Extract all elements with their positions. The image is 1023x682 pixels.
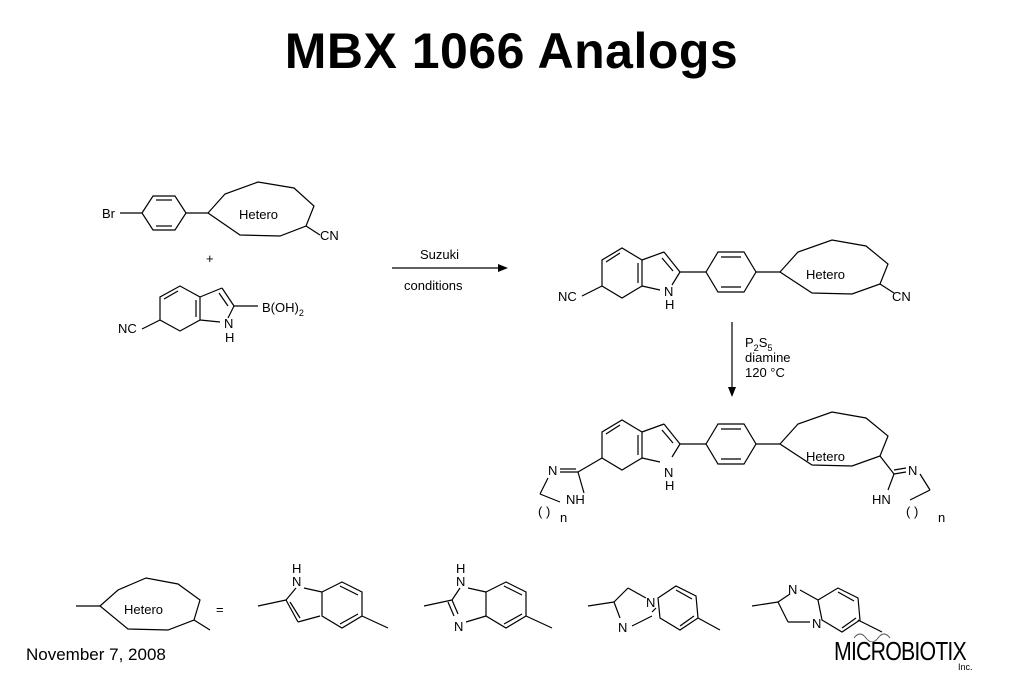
s2-n1: N bbox=[456, 574, 465, 589]
company-logo: MICROBIOTIX Inc. bbox=[828, 628, 988, 676]
bromo-label: Br bbox=[102, 206, 116, 221]
indole-h-p2: H bbox=[665, 478, 674, 493]
step-2-temperature: 120 °C bbox=[745, 365, 785, 380]
substituent-benzimidazole: N H N bbox=[423, 561, 553, 634]
step-1-conditions: conditions bbox=[404, 278, 463, 293]
s4-pyridine bbox=[817, 587, 861, 633]
step-1: Suzuki conditions bbox=[392, 247, 508, 293]
indole-benzene-p2 bbox=[601, 419, 643, 471]
s1-benzene bbox=[321, 581, 363, 629]
boronic-acid-label: B(OH)2 bbox=[262, 300, 304, 318]
reactant-2: NC N H B(OH)2 bbox=[118, 285, 304, 345]
imidazoline-n-right: N bbox=[908, 463, 917, 478]
s1-h: H bbox=[292, 561, 301, 576]
step-1-reagent: Suzuki bbox=[420, 247, 459, 262]
imidazoline-n-left: N bbox=[548, 463, 557, 478]
indole-n-2: N bbox=[224, 316, 233, 331]
imidazoline-hn-right: HN bbox=[872, 492, 891, 507]
product-1: NC N H Hetero CN bbox=[558, 239, 911, 312]
hetero-ring-p1 bbox=[779, 239, 889, 295]
substituent-indole: N H bbox=[257, 561, 389, 629]
s2-h: H bbox=[456, 561, 465, 576]
ring-size-n-left: n bbox=[560, 510, 567, 525]
logo-wave-icon bbox=[854, 633, 891, 642]
indole-benzene bbox=[159, 285, 201, 332]
substituent-imidazopyridine-1: N N bbox=[587, 585, 721, 635]
nitrile-label-2: NC bbox=[118, 321, 137, 336]
indole-h-p1: H bbox=[665, 297, 674, 312]
nitrile-label-1: CN bbox=[320, 228, 339, 243]
date-footer: November 7, 2008 bbox=[26, 645, 166, 664]
hetero-label-p1: Hetero bbox=[806, 267, 845, 282]
hetero-ring-legend bbox=[99, 577, 201, 631]
arrow-head-2 bbox=[728, 387, 736, 397]
phenyl-ring-p2 bbox=[705, 423, 757, 465]
logo-wordmark: MICROBIOTIX bbox=[834, 636, 967, 666]
phenyl-ring-p1 bbox=[705, 251, 757, 293]
indole-n-p1: N bbox=[664, 284, 673, 299]
step-2: P2S5 diamine 120 °C bbox=[728, 322, 791, 397]
imidazoline-nh-left: NH bbox=[566, 492, 585, 507]
nitrile-label-4: CN bbox=[892, 289, 911, 304]
phenyl-ring bbox=[141, 195, 187, 231]
ring-size-paren-right: ( ) bbox=[906, 504, 918, 519]
nitrile-label-3: NC bbox=[558, 289, 577, 304]
hetero-label-1: Hetero bbox=[239, 207, 278, 222]
product-2: N NH ( ) n N H Hetero N HN bbox=[538, 411, 945, 525]
equals-sign: = bbox=[216, 602, 224, 617]
s1-n: N bbox=[292, 574, 301, 589]
s4-n2: N bbox=[812, 616, 821, 631]
indole-benzene-p1 bbox=[601, 247, 643, 299]
indole-h-2: H bbox=[225, 330, 234, 345]
s3-n1: N bbox=[646, 595, 655, 610]
plus-sign: + bbox=[206, 251, 214, 266]
hetero-legend: Hetero = N H N H N bbox=[76, 561, 883, 635]
hetero-ring-p2 bbox=[779, 411, 889, 467]
ring-size-n-right: n bbox=[938, 510, 945, 525]
s4-n1: N bbox=[788, 582, 797, 597]
ring-size-paren-left: ( ) bbox=[538, 504, 550, 519]
s2-benzene bbox=[485, 581, 527, 629]
hetero-ring-1 bbox=[207, 181, 315, 237]
step-2-reagent: P2S5 bbox=[745, 335, 772, 353]
indole-n-p2: N bbox=[664, 465, 673, 480]
arrow-head-1 bbox=[498, 264, 508, 272]
s2-n2: N bbox=[454, 619, 463, 634]
hetero-label-legend: Hetero bbox=[124, 602, 163, 617]
substituent-imidazopyridine-2: N N bbox=[751, 582, 883, 633]
page-title: MBX 1066 Analogs bbox=[284, 23, 739, 79]
s3-pyridine bbox=[657, 585, 699, 631]
logo-suffix: Inc. bbox=[958, 662, 973, 672]
reactant-1: Br Hetero CN bbox=[102, 181, 339, 243]
hetero-label-p2: Hetero bbox=[806, 449, 845, 464]
s3-n2: N bbox=[618, 620, 627, 635]
step-2-diamine: diamine bbox=[745, 350, 791, 365]
